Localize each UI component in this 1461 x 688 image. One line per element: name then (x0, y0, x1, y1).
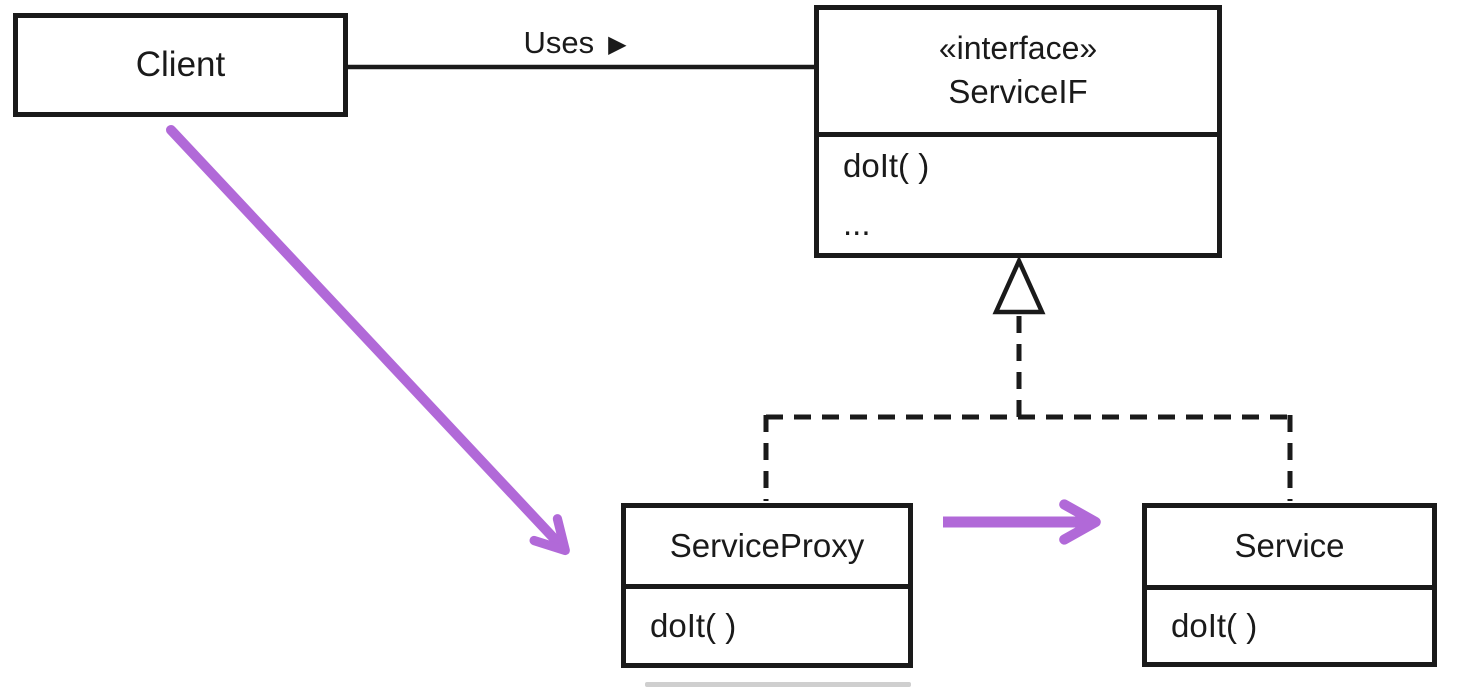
serviceproxy-name-compartment: ServiceProxy (626, 508, 908, 589)
cropped-shadow-line (645, 682, 911, 687)
serviceif-method-ellipsis: ... (843, 205, 871, 242)
service-methods-compartment: doIt( ) (1147, 590, 1432, 662)
serviceproxy-method-doit: doIt( ) (650, 606, 737, 644)
service-class-name: Service (1234, 527, 1345, 565)
serviceproxy-class-name: ServiceProxy (669, 526, 865, 564)
serviceif-name-compartment: «interface» ServiceIF (819, 10, 1217, 137)
uses-label-text: Uses (523, 25, 595, 60)
realization-hollow-triangle-icon (992, 255, 1046, 315)
serviceproxy-methods-compartment: doIt( ) (626, 589, 908, 663)
client-to-serviceproxy-arrow (166, 125, 570, 556)
serviceif-stereotype-label: «interface» (938, 30, 1098, 67)
serviceif-interface-box: «interface» ServiceIF doIt( ) ... (814, 5, 1222, 258)
service-class-box: Service doIt( ) (1142, 503, 1437, 667)
realization-connector (763, 255, 1293, 501)
client-class-name: Client (135, 45, 226, 84)
serviceif-method-doit: doIt( ) (843, 147, 930, 185)
service-method-doit: doIt( ) (1171, 606, 1258, 644)
service-name-compartment: Service (1147, 508, 1432, 590)
uses-association-label: Uses ▶ (500, 25, 650, 60)
serviceif-class-name: ServiceIF (948, 73, 1088, 111)
serviceproxy-class-box: ServiceProxy doIt( ) (621, 503, 913, 668)
serviceif-methods-compartment: doIt( ) ... (819, 137, 1217, 253)
client-class-box: Client (13, 13, 348, 117)
uses-direction-arrow-icon: ▶ (608, 30, 627, 58)
